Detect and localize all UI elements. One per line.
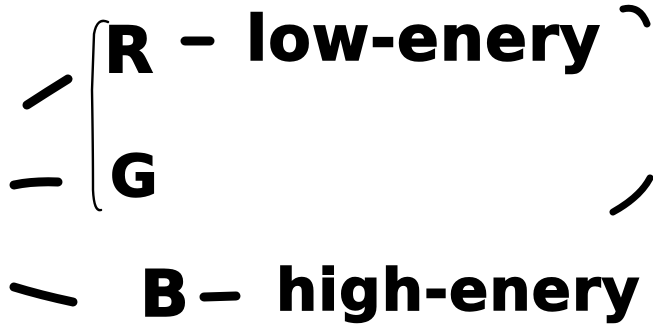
label-high-energy: high-enery: [276, 256, 640, 324]
right-bracket-bottom: [609, 174, 653, 216]
letter-r: R: [104, 14, 154, 88]
dash-stroke-lower: [9, 282, 78, 307]
label-low-energy: low-enery: [246, 2, 601, 75]
letter-g: G: [110, 142, 159, 210]
dash-stroke-upper: [22, 74, 73, 110]
left-bracket: [90, 19, 110, 212]
dash-stroke-middle: [9, 177, 63, 190]
letter-b: B: [140, 258, 190, 332]
right-bracket-top: [619, 4, 651, 28]
hyphen-line3: [199, 291, 241, 302]
